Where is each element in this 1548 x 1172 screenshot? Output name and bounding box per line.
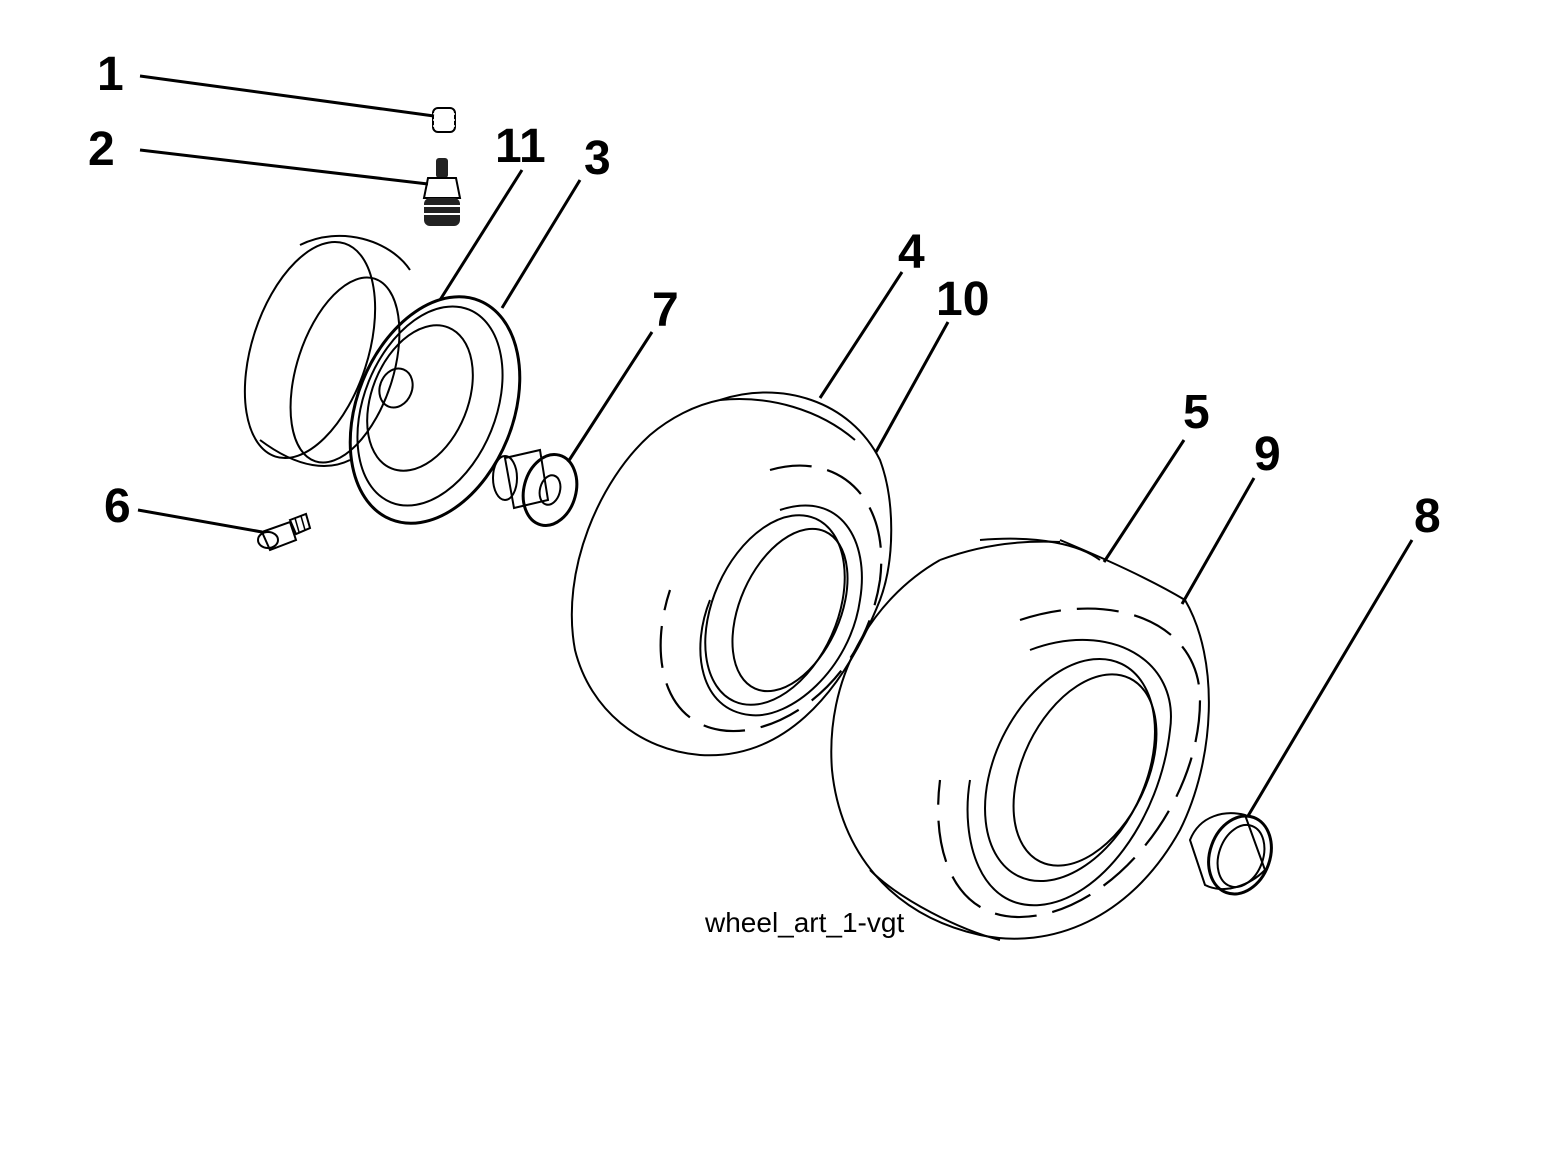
rim [243, 234, 522, 525]
leader-line-1 [139, 74, 435, 118]
leader-line-5 [1102, 439, 1186, 563]
leader-line-8 [1246, 539, 1414, 817]
leader-line-7 [566, 331, 654, 463]
callout-labels: 1 2 11 3 6 7 4 10 5 9 8 [88, 48, 1441, 543]
hub-cap [1188, 812, 1273, 896]
leader-line-11 [438, 169, 524, 301]
leader-line-6 [137, 508, 263, 534]
callout-11: 11 [495, 120, 546, 173]
callout-1: 1 [97, 48, 124, 101]
callout-6: 6 [104, 480, 131, 533]
grease-fitting [257, 512, 312, 552]
front-tire [570, 391, 893, 757]
valve-stem [422, 158, 462, 226]
callout-10: 10 [936, 273, 989, 326]
callout-9: 9 [1254, 428, 1281, 481]
callout-4: 4 [898, 226, 925, 279]
flanged-bushing [492, 448, 579, 527]
rear-tire [830, 537, 1210, 941]
callout-5: 5 [1183, 386, 1210, 439]
figure-caption: wheel_art_1-vgt [704, 907, 904, 938]
callout-8: 8 [1414, 490, 1441, 543]
callout-2: 2 [88, 123, 115, 176]
leader-line-3 [500, 179, 582, 309]
leader-line-2 [139, 148, 429, 186]
leader-line-10 [874, 321, 950, 453]
callout-3: 3 [584, 132, 611, 185]
leader-line-4 [818, 271, 904, 399]
leader-lines [137, 74, 1414, 817]
valve-cap [432, 107, 456, 133]
callout-7: 7 [652, 284, 679, 337]
leader-line-9 [1180, 477, 1256, 605]
